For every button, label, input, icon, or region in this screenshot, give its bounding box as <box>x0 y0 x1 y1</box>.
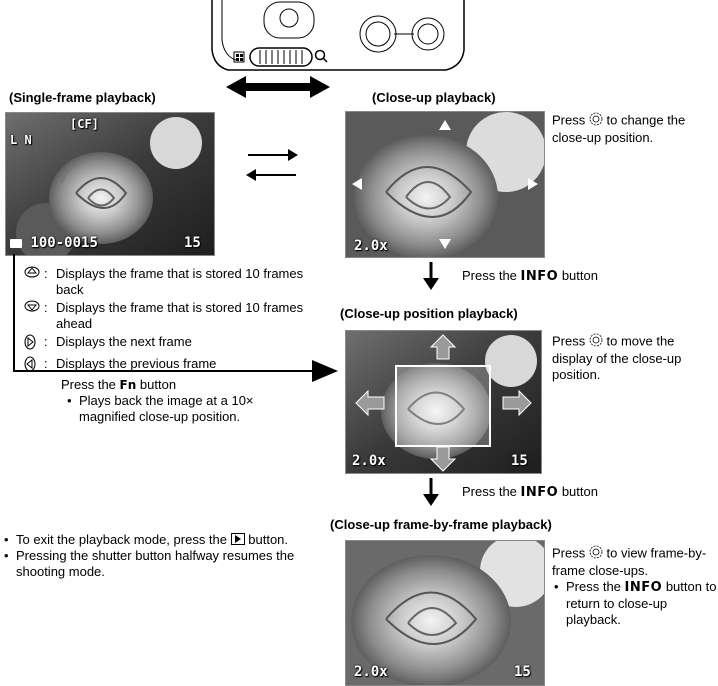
info-button-label: INFO <box>520 269 559 284</box>
fn-bullet: Plays back the image at a 10× magnified … <box>65 393 255 425</box>
legend-item-down: : Displays the frame that is stored 10 f… <box>24 300 314 332</box>
legend-item-right: : Displays the next frame <box>24 334 314 354</box>
legend-list: : Displays the frame that is stored 10 f… <box>24 266 314 376</box>
close-up-screen: 2.0x <box>345 111 545 258</box>
quality-indicator: L N <box>10 133 32 147</box>
step1-prefix: Press the <box>462 268 517 283</box>
card-indicator: [CF] <box>70 117 99 131</box>
camera-illustration <box>211 0 465 98</box>
fn-suffix: button <box>139 377 177 392</box>
exit-note: To exit the playback mode, press the but… <box>2 532 302 548</box>
instruction-prefix: Press <box>552 333 586 349</box>
instruction-suffix: to view frame-by-frame close-ups. <box>552 545 707 578</box>
zoom-level: 2.0x <box>354 238 388 254</box>
close-up-position-screen: 2.0x 15 <box>345 330 542 474</box>
frame-bullets: Press the INFO button to return to close… <box>552 579 718 628</box>
exit-prefix: To exit the playback mode, press the <box>16 532 228 547</box>
header-close-up: (Close-up playback) <box>372 90 496 105</box>
arrow-pad-icon <box>589 112 603 130</box>
step-info-2: Press the INFO button <box>462 484 598 501</box>
arrow-right-button-icon <box>24 334 44 354</box>
fn-button-label: Fn <box>119 378 137 392</box>
zoom-level: 2.0x <box>354 664 388 680</box>
position-instruction: Press to move the display of the close-u… <box>552 333 712 383</box>
header-single-frame: (Single-frame playback) <box>9 90 156 105</box>
close-up-frame-screen: 2.0x 15 <box>345 540 545 686</box>
rose-position-image <box>346 331 541 473</box>
shutter-note: Pressing the shutter button halfway resu… <box>2 548 302 580</box>
fn-block: Press the Fn button Plays back the image… <box>61 377 301 425</box>
move-right-arrow <box>502 389 532 417</box>
info-button-label: INFO <box>624 580 663 595</box>
rose-image <box>6 113 214 255</box>
frame-count: 15 <box>184 235 201 251</box>
step2-suffix: button <box>561 484 598 499</box>
move-up-arrow <box>429 334 457 360</box>
rose-closeup-image <box>346 112 544 257</box>
bullet-prefix: Press the <box>566 579 621 594</box>
exchange-arrows <box>246 149 298 181</box>
info-button-label: INFO <box>520 485 559 500</box>
arrow-up-button-icon <box>24 266 44 298</box>
fn-instruction: Press the Fn button <box>61 377 301 393</box>
down-arrow-2 <box>423 478 439 506</box>
header-close-up-frame: (Close-up frame-by-frame playback) <box>330 517 552 532</box>
scroll-up-indicator <box>439 120 451 130</box>
close-up-instruction: Press to change the close-up position. <box>552 112 718 146</box>
fn-bullets: Plays back the image at a 10× magnified … <box>65 393 255 425</box>
zoom-level: 2.0x <box>352 453 386 469</box>
position-frame <box>395 365 491 447</box>
single-frame-screen: [CF] L N 100-0015 15 <box>5 112 215 256</box>
legend-text: Displays the frame that is stored 10 fra… <box>56 266 304 297</box>
notes-list: To exit the playback mode, press the but… <box>2 532 302 580</box>
bullet-suffix: button to return to close-up playback. <box>566 579 717 627</box>
playback-notes: To exit the playback mode, press the but… <box>2 532 302 580</box>
frame-bullet: Press the INFO button to return to close… <box>552 579 718 628</box>
header-close-up-position: (Close-up position playback) <box>340 306 518 321</box>
frame-count: 15 <box>511 453 528 469</box>
legend-text: Displays the previous frame <box>56 356 217 371</box>
down-arrow-1 <box>423 262 439 290</box>
instruction-suffix: to move the display of the close-up posi… <box>552 333 682 382</box>
rose-frame-image <box>346 541 544 685</box>
scroll-down-indicator <box>439 239 451 249</box>
legend-text: Displays the frame that is stored 10 fra… <box>56 300 304 331</box>
step1-suffix: button <box>561 268 598 283</box>
arrow-down-button-icon <box>24 300 44 332</box>
file-number: 100-0015 <box>10 235 98 251</box>
exit-suffix: button. <box>248 532 289 547</box>
instruction-suffix: to change the close-up position. <box>552 112 686 145</box>
connector-arrow <box>13 254 338 382</box>
legend-text: Displays the next frame <box>56 334 192 349</box>
file-number-text: 100-0015 <box>30 235 98 251</box>
scroll-left-indicator <box>352 178 362 190</box>
frame-count: 15 <box>514 664 531 680</box>
legend-item-up: : Displays the frame that is stored 10 f… <box>24 266 314 298</box>
fn-prefix: Press the <box>61 377 116 392</box>
step2-prefix: Press the <box>462 484 517 499</box>
scroll-right-indicator <box>528 178 538 190</box>
playback-button-icon <box>230 533 245 545</box>
move-left-arrow <box>355 389 385 417</box>
instruction-prefix: Press <box>552 545 586 561</box>
card-icon <box>10 238 22 248</box>
arrow-pad-icon <box>589 545 603 563</box>
arrow-pad-icon <box>589 333 603 351</box>
move-down-arrow <box>429 446 457 472</box>
instruction-prefix: Press <box>552 112 586 128</box>
step-info-1: Press the INFO button <box>462 268 598 285</box>
frame-instruction: Press to view frame-by-frame close-ups. … <box>552 545 718 628</box>
